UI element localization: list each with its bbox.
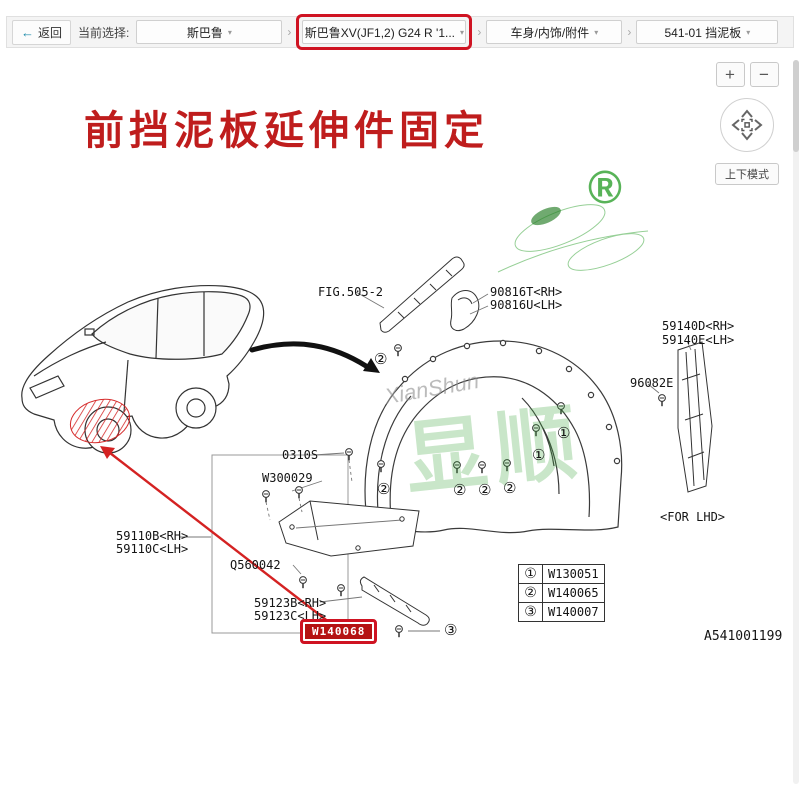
drawing-number: A541001199 (704, 629, 783, 644)
legend-part: W130051 (542, 564, 605, 584)
page-title: 前挡泥板延伸件固定 (84, 109, 489, 153)
part-strip-59140 (677, 341, 713, 493)
dropdown-category[interactable]: 车身/内饰/附件 ▾ (486, 20, 623, 44)
callout-badge: ② (453, 481, 467, 499)
leader-lines (180, 291, 692, 632)
callout-badge: ② (478, 481, 492, 499)
vertical-scrollbar[interactable] (793, 60, 799, 784)
dropdown-brand-value: 斯巴鲁 (186, 25, 223, 40)
part-clip-90816 (450, 290, 480, 332)
dropdown-model-value: 斯巴鲁XV(JF1,2) G24 R '1... (304, 25, 456, 40)
zoom-out-button[interactable]: − (749, 62, 779, 87)
current-selection-label: 当前选择: (78, 25, 130, 40)
chevron-down-icon: ▾ (227, 27, 232, 37)
chevron-down-icon: ▾ (746, 27, 751, 37)
legend-row: ② W140065 (518, 583, 605, 603)
layout-mode-button[interactable]: 上下模式 (715, 163, 779, 185)
red-annotation-arrow (100, 446, 335, 627)
dropdown-model[interactable]: 斯巴鲁XV(JF1,2) G24 R '1... ▾ (302, 20, 467, 44)
back-label: 返回 (38, 25, 63, 40)
part-label-fig505: FIG.505-2 (318, 285, 384, 299)
chevron-down-icon: ▾ (460, 27, 465, 37)
pan-left-button[interactable] (731, 119, 740, 131)
part-label-0310s: 0310S (282, 448, 319, 462)
part-label-90816u: 90816U<LH> (490, 298, 563, 312)
bracket-strip-59123 (359, 576, 430, 626)
back-arrow-icon: ← (21, 24, 34, 40)
center-view-icon[interactable] (741, 118, 753, 132)
dropdown-brand[interactable]: 斯巴鲁 ▾ (136, 20, 283, 44)
watermark-swirls (497, 204, 649, 273)
callout-badge: ② (374, 350, 388, 368)
part-label-59140e: 59140E<LH> (662, 333, 735, 347)
part-label-q560042: Q560042 (230, 558, 281, 572)
view-controls: + − 上下模式 (714, 62, 780, 185)
breadcrumb-separator: › (287, 25, 292, 39)
pan-up-button[interactable] (741, 109, 753, 118)
callout-badge: ① (557, 424, 571, 442)
vehicle-sketch (21, 285, 265, 454)
pan-down-button[interactable] (741, 132, 753, 141)
undercover-panel-drawing (278, 500, 420, 557)
dropdown-section-value: 541-01 挡泥板 (664, 25, 742, 40)
toolbar: ← 返回 当前选择: 斯巴鲁 ▾ › 斯巴鲁XV(JF1,2) G24 R '1… (6, 14, 794, 50)
zoom-in-button[interactable]: + (715, 62, 745, 87)
legend-table: ① W130051 ② W140065 ③ W140007 (518, 564, 605, 622)
legend-number: ③ (518, 602, 543, 622)
dropdown-section[interactable]: 541-01 挡泥板 ▾ (636, 20, 779, 44)
part-label-59123b: 59123B<RH> (254, 596, 327, 610)
pan-control[interactable] (718, 96, 776, 154)
part-label-59110c: 59110C<LH> (116, 542, 189, 556)
part-label-w300029: W300029 (262, 471, 313, 485)
part-label-96082e: 96082E (630, 376, 674, 390)
legend-part: W140065 (542, 583, 605, 603)
part-label-90816t: 90816T<RH> (490, 285, 563, 299)
part-label-59110b: 59110B<RH> (116, 529, 189, 543)
pan-right-button[interactable] (754, 119, 763, 131)
watermark-registered-icon: ® (588, 161, 622, 213)
part-strip-fig505 (379, 256, 465, 333)
legend-row: ③ W140007 (518, 602, 605, 622)
chevron-down-icon: ▾ (594, 27, 599, 37)
legend-number: ① (518, 564, 543, 584)
watermark-brand: 显顺 (400, 396, 590, 507)
red-highlight-box-part: W140068 (300, 619, 378, 644)
legend-part: W140007 (542, 602, 605, 622)
legend-number: ② (518, 583, 543, 603)
callout-badge: ② (377, 480, 391, 498)
legend-row: ① W130051 (518, 564, 605, 584)
back-button[interactable]: ← 返回 (12, 19, 72, 45)
watermark-dot (531, 206, 561, 226)
scrollbar-thumb[interactable] (793, 60, 799, 152)
callout-badge: ② (503, 479, 517, 497)
breadcrumb-separator: › (627, 25, 632, 39)
part-label-59140d: 59140D<RH> (662, 319, 735, 333)
black-pointer-arrow (249, 341, 380, 373)
highlighted-part-w140068[interactable]: W140068 (305, 624, 373, 639)
dropdown-category-value: 车身/内饰/附件 (510, 25, 590, 40)
callout-badge: ① (532, 446, 546, 464)
fender-liner-drawing (364, 339, 623, 534)
for-lhd-label: <FOR LHD> (660, 510, 726, 524)
red-highlight-box-model: 斯巴鲁XV(JF1,2) G24 R '1... ▾ (296, 14, 473, 50)
callout-badge: ③ (444, 621, 458, 639)
breadcrumb-separator: › (477, 25, 482, 39)
